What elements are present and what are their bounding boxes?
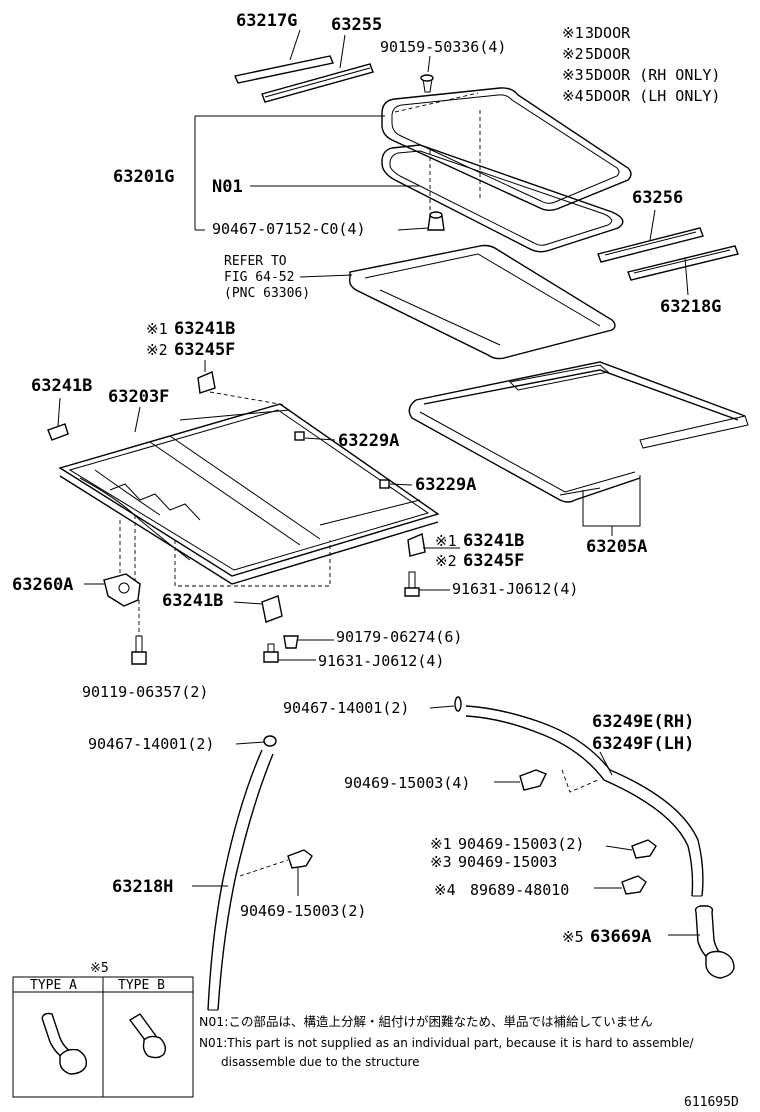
type-mark: ※5 [90,961,109,976]
legend-text-3: 5DOOR (RH ONLY) [585,66,720,84]
label-63229a-b: 63229A [415,475,476,495]
label-63218g: 63218G [660,297,721,317]
frame-63203f[interactable] [58,391,440,590]
mark-4c: ※4 [434,881,456,899]
label-63241b-a: 63241B [174,319,235,339]
strip-63255[interactable]: 63255 [261,15,382,103]
label-90469-c: 90469-15003 [458,853,557,871]
bracket-63241b-left[interactable]: 63241B [31,376,92,441]
label-90159-50336: 90159-50336(4) [380,38,506,56]
mark-1a: ※1 [146,320,168,338]
clip-90469-15003-d[interactable]: 90469-15003(2) [240,849,366,920]
clip-90469-15003-b[interactable]: ※1 90469-15003(2) ※3 90469-15003 [430,835,657,871]
legend-mark-1: ※1 [562,24,584,42]
drain-valve-63669a[interactable]: ※5 63669A [562,905,735,979]
note-en-2: disassemble due to the structure [221,1055,420,1069]
weatherstrip-n01[interactable]: N01 [212,144,624,253]
label-63241b-b: 63241B [31,376,92,396]
bracket-63241b-bottom[interactable]: 63241B [162,591,283,623]
legend-text-2: 5DOOR [585,45,631,63]
strip-63256[interactable]: 63256 [597,188,704,263]
label-89689: 89689-48010 [470,881,569,899]
notes: N01:この部品は、構造上分解・組付けが困難なため、単品では補給していません N… [199,1014,694,1069]
label-90119: 90119-06357(2) [82,683,208,701]
label-90467-14001-b: 90467-14001(2) [88,735,214,753]
clip-90467-07152[interactable]: 90467-07152-C0(4) [212,211,445,238]
legend-mark-2: ※2 [562,45,584,63]
label-63201g: 63201G [113,167,174,187]
legend-text-4: 5DOOR (LH ONLY) [585,87,720,105]
label-63241b-c: 63241B [463,531,524,551]
legend-text-1: 3DOOR [585,24,631,42]
mark-3c: ※3 [430,853,452,871]
strip-63217g[interactable]: 63217G [234,11,334,84]
label-90179: 90179-06274(6) [336,628,462,646]
strip-63218g[interactable]: 63218G [627,245,739,317]
clip-90469-15003-a[interactable]: 90469-15003(4) [344,769,547,792]
mark-5: ※5 [562,928,584,946]
screw-90159-50336[interactable]: 90159-50336(4) [380,38,506,93]
label-63260a: 63260A [12,575,73,595]
nut-90179-06274[interactable]: 90179-06274(6) [283,628,462,649]
legend: ※1 3DOOR ※2 5DOOR ※3 5DOOR (RH ONLY) ※4 … [562,24,720,105]
label-63249f: 63249F(LH) [592,734,694,754]
mark-1b: ※1 [435,532,457,550]
bolt-91631-j0612-a[interactable]: 91631-J0612(4) [404,571,578,598]
drain-rail-63205a[interactable] [408,361,749,503]
bracket-63241b-top[interactable]: ※1 63241B ※2 63245F [146,319,235,394]
bolt-90119-06357[interactable]: 90119-06357(2) [82,635,208,701]
label-90469-d: 90469-15003(2) [240,902,366,920]
mark-2a: ※2 [146,341,168,359]
label-63205a: 63205A [586,537,647,557]
label-63241b-d: 63241B [162,591,223,611]
glass-63201g[interactable] [381,87,632,215]
label-63217g: 63217G [236,11,297,31]
legend-mark-3: ※3 [562,66,584,84]
hose-63249e-f[interactable]: 63249E(RH) 63249F(LH) [465,705,704,897]
label-refer-2: FIG 64-52 [224,270,294,285]
type-a-label: TYPE A [30,978,77,993]
label-91631-b: 91631-J0612(4) [318,652,444,670]
type-table: ※5 TYPE A TYPE B [12,961,194,1098]
type-b-label: TYPE B [118,978,165,993]
mark-2b: ※2 [435,552,457,570]
figure-id: 611695D [684,1095,739,1110]
clip-63229a-right[interactable]: 63229A [379,475,476,495]
label-n01: N01 [212,177,243,197]
clip-63229a-top[interactable]: 63229A [294,431,399,451]
legend-mark-4: ※4 [562,87,584,105]
label-63669a: 63669A [590,927,651,947]
clamp-90467-14001-a[interactable]: 90467-14001(2) [283,696,462,717]
label-63218h: 63218H [112,877,173,897]
label-63245f-a: 63245F [174,340,235,360]
note-jp: N01:この部品は、構造上分解・組付けが困難なため、単品では補給していません [199,1014,653,1029]
motor-63260a[interactable]: 63260A [12,573,141,607]
note-en-1: N01:This part is not supplied as an indi… [199,1036,694,1050]
clip-89689-48010[interactable]: ※4 89689-48010 [434,875,647,899]
type-a-drain-icon [41,1012,88,1075]
label-90469-a: 90469-15003(4) [344,774,470,792]
bolt-91631-j0612-b[interactable]: 91631-J0612(4) [263,643,444,670]
label-63255: 63255 [331,15,382,35]
sunshade-panel[interactable] [348,244,616,360]
label-63229a-a: 63229A [338,431,399,451]
mark-1c: ※1 [430,835,452,853]
label-90467-14001-a: 90467-14001(2) [283,699,409,717]
label-63249e: 63249E(RH) [592,712,694,732]
label-63203f: 63203F [108,387,169,407]
type-b-drain-icon [128,1013,167,1059]
bracket-63241b-right[interactable]: ※1 63241B ※2 63245F [407,531,524,571]
clamp-90467-14001-b[interactable]: 90467-14001(2) [88,735,277,753]
label-63256: 63256 [632,188,683,208]
label-90469-b: 90469-15003(2) [458,835,584,853]
label-63245f-b: 63245F [463,551,524,571]
label-91631-a: 91631-J0612(4) [452,580,578,598]
label-refer-3: (PNC 63306) [224,286,310,301]
label-90467-07152: 90467-07152-C0(4) [212,220,366,238]
hose-63218h[interactable]: 63218H [112,749,274,1011]
label-refer-1: REFER TO [224,254,287,269]
